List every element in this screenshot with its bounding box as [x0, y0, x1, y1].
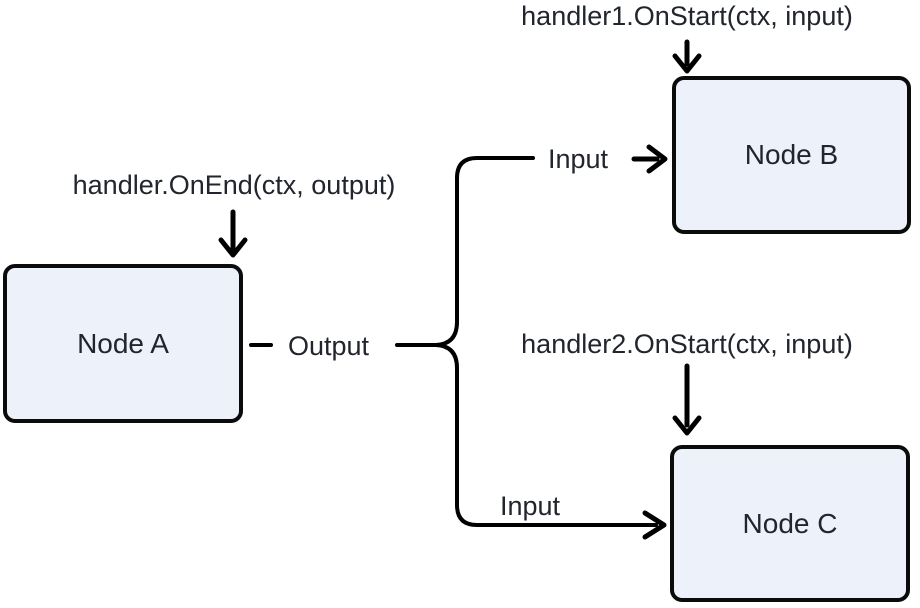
node-c-label: Node C [742, 507, 838, 539]
node-a-box: Node A [3, 264, 243, 423]
handler-onend-annotation: handler.OnEnd(ctx, output) [72, 170, 396, 200]
edge-label-output: Output [288, 331, 370, 361]
handler1-onstart-annotation: handler1.OnStart(ctx, input) [521, 1, 853, 31]
node-c-box: Node C [670, 445, 910, 602]
fork-top-branch-line [434, 156, 535, 347]
arrow-right-icon [642, 510, 667, 540]
node-a-label: Node A [77, 327, 169, 359]
arrow-down-icon [218, 237, 248, 258]
handler2-onstart-annotation: handler2.OnStart(ctx, input) [521, 329, 853, 359]
arrow-down-icon [672, 415, 702, 436]
arrow-down-icon [672, 53, 702, 74]
edge-label-input-top: Input [548, 144, 609, 174]
edge-label-input-bottom: Input [500, 491, 561, 521]
node-b-box: Node B [672, 76, 911, 234]
node-b-label: Node B [744, 139, 839, 170]
arrow-right-icon [646, 144, 668, 174]
